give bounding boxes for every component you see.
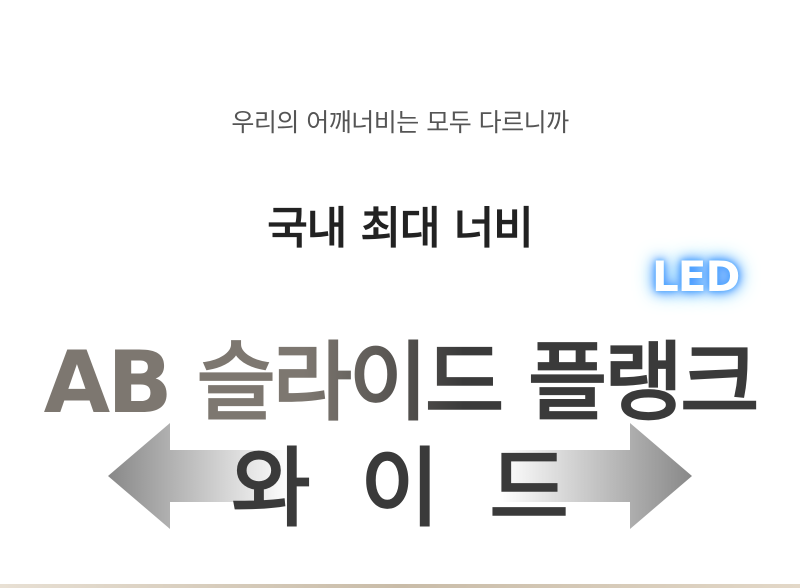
- subtitle: 우리의 어깨너비는 모두 다르니까: [231, 108, 569, 137]
- double-arrow-icon: [108, 423, 692, 529]
- led-badge: LED: [652, 252, 740, 301]
- right-arrow-icon: [500, 423, 692, 529]
- product-name: AB 슬라이드 플랭크: [0, 312, 800, 437]
- wide-label: 와 이 드: [231, 439, 569, 539]
- left-arrow-icon: [108, 423, 290, 529]
- headline: 국내 최대 너비: [267, 203, 534, 254]
- bottom-strip: [0, 584, 800, 588]
